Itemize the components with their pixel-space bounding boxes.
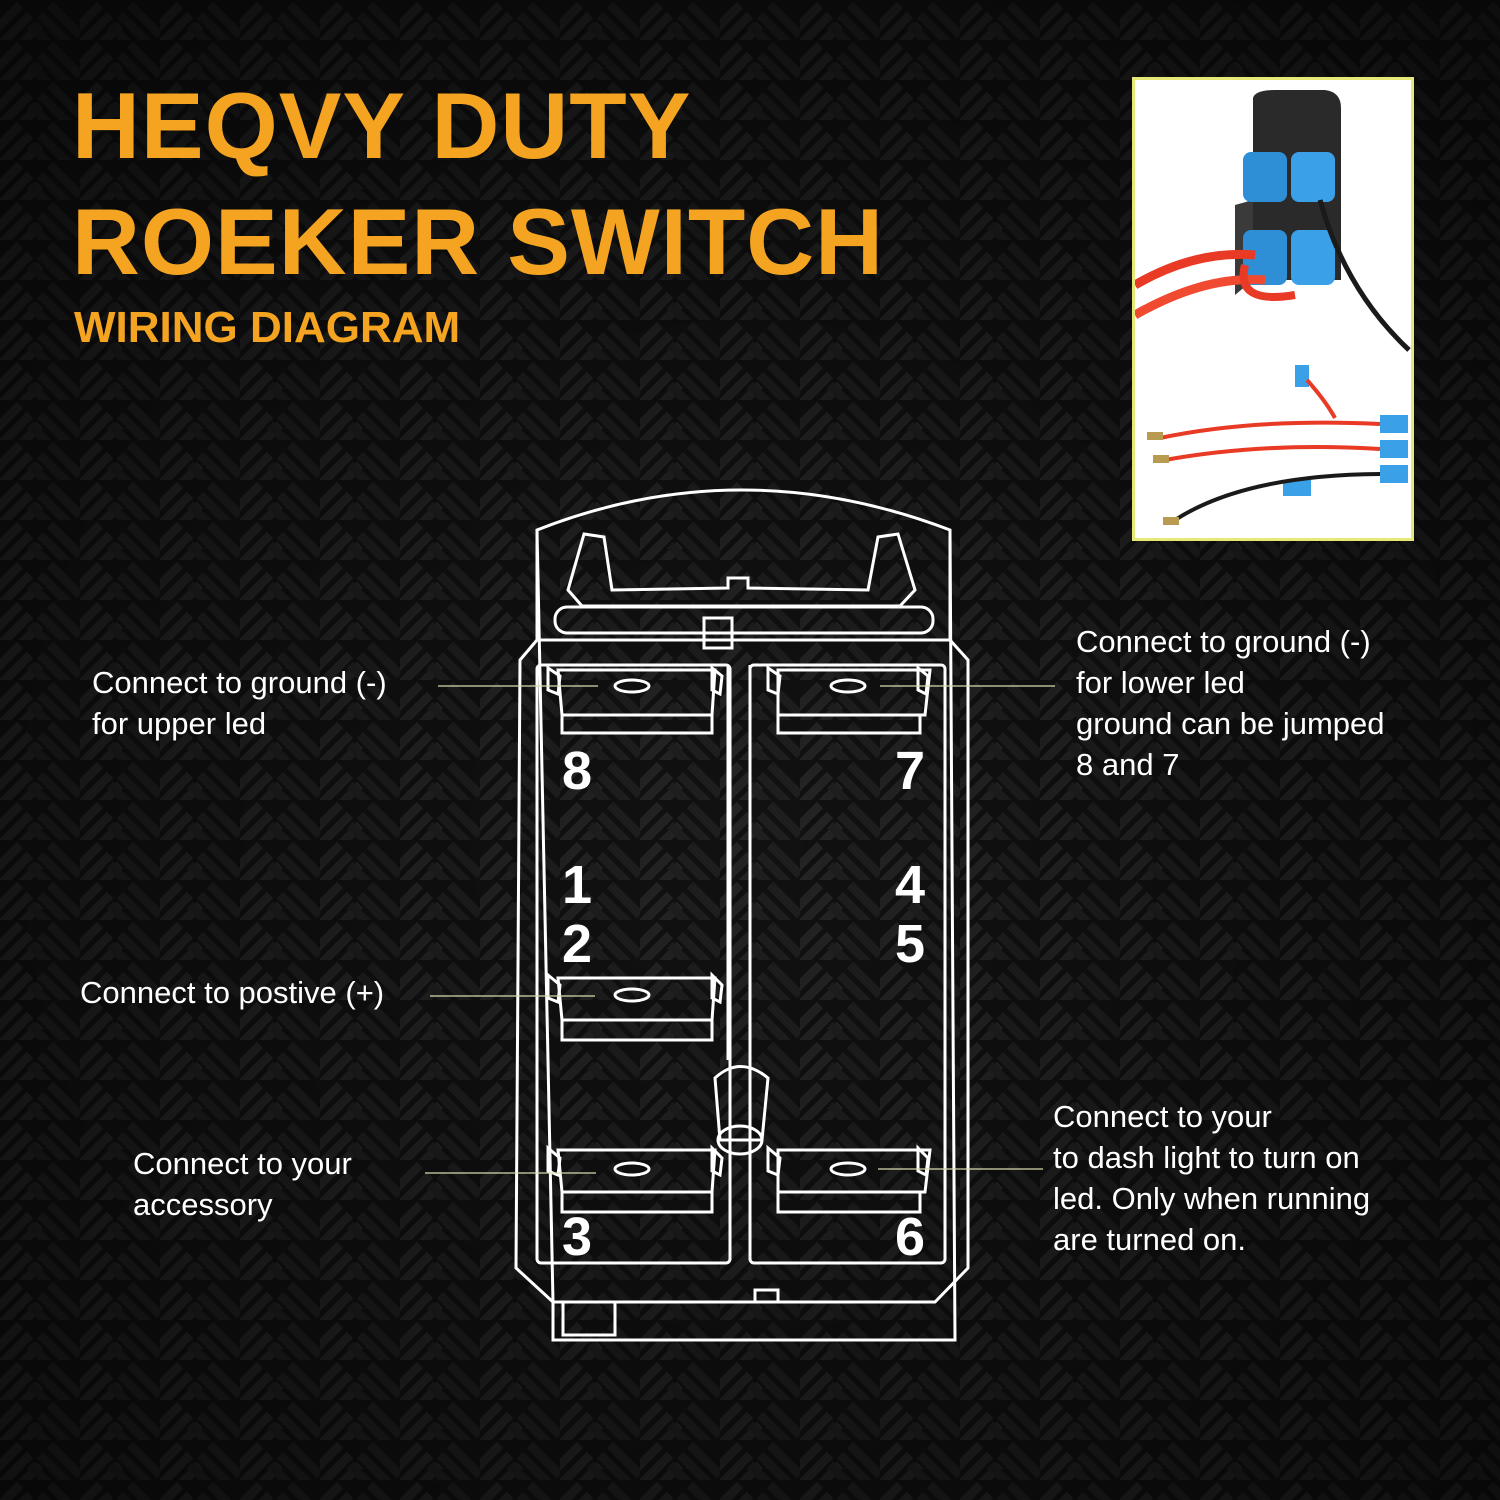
note-accessory-line1: Connect to your: [133, 1146, 352, 1181]
note-dash-light-line3: led. Only when running: [1053, 1181, 1371, 1216]
switch-wiring-photo: [1132, 77, 1414, 541]
note-accessory: Connect to your accessory: [133, 1143, 352, 1225]
note-dash-light-line4: are turned on.: [1053, 1222, 1247, 1257]
note-dash-light: Connect to your to dash light to turn on…: [1053, 1096, 1370, 1260]
note-lower-led-line2: for lower led: [1076, 665, 1245, 700]
pin-1-label: 1: [562, 855, 593, 915]
note-accessory-line2: accessory: [133, 1187, 273, 1222]
note-upper-led-line1: Connect to ground (-): [92, 665, 387, 700]
page-subtitle: WIRING DIAGRAM: [74, 303, 461, 352]
pin-7-label: 7: [895, 741, 926, 801]
pin-8-label: 8: [562, 741, 593, 801]
note-positive: Connect to postive (+): [80, 972, 384, 1013]
pin-5-label: 5: [895, 914, 926, 974]
note-lower-led-line4: 8 and 7: [1076, 747, 1180, 782]
note-lower-led-line1: Connect to ground (-): [1076, 624, 1371, 659]
note-dash-light-line2: to dash light to turn on: [1053, 1140, 1360, 1175]
pin-2-label: 2: [562, 914, 593, 974]
page-title: HEQVY DUTY ROEKER SWITCH: [72, 73, 884, 294]
pin-3-label: 3: [562, 1207, 593, 1267]
note-dash-light-line1: Connect to your: [1053, 1099, 1272, 1134]
note-positive-line1: Connect to postive (+): [80, 975, 385, 1010]
note-lower-led: Connect to ground (-) for lower led grou…: [1076, 621, 1385, 785]
pin-6-label: 6: [895, 1207, 926, 1267]
pin-4-label: 4: [895, 855, 926, 915]
note-upper-led-line2: for upper led: [92, 706, 267, 741]
note-lower-led-line3: ground can be jumped: [1076, 706, 1385, 741]
note-upper-led: Connect to ground (-) for upper led: [92, 662, 387, 744]
switch-wiring-photo-icon: [1135, 80, 1411, 538]
